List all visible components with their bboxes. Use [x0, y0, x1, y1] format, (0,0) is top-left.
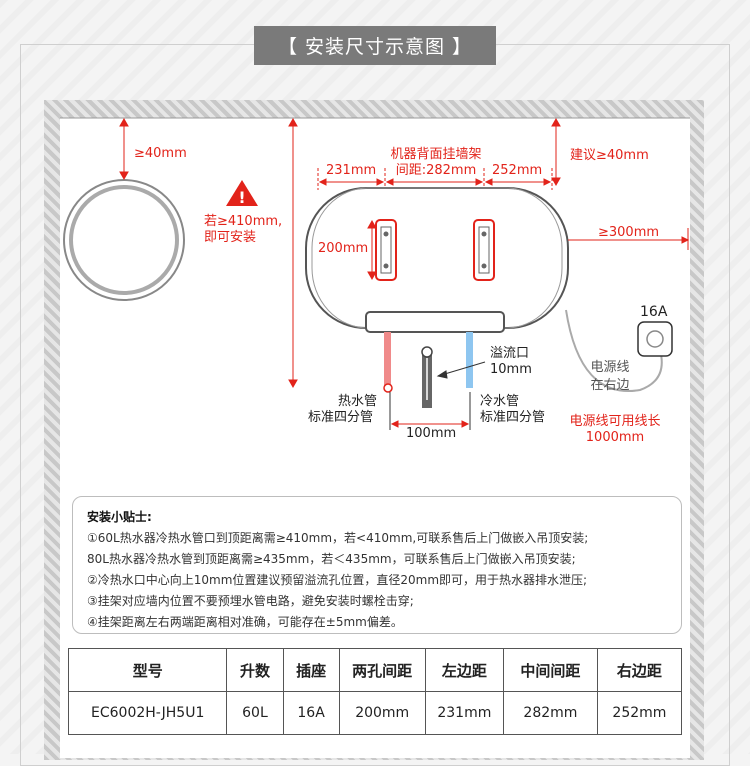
table-row: EC6002H-JH5U1 60L 16A 200mm 231mm 282mm …	[67, 691, 683, 735]
tips-title: 安装小贴士:	[87, 510, 152, 524]
power-cord-label-line1: 电源线	[590, 360, 630, 375]
power-cord	[565, 309, 663, 392]
left-bracket	[375, 219, 397, 281]
cold-pipe-label-line1: 冷水管	[480, 394, 520, 409]
page-title: 【 安装尺寸示意图 】	[253, 26, 497, 65]
bracket-spacing-arrow	[385, 178, 484, 186]
pipe-spacing-label: 100mm	[406, 426, 457, 441]
bracket-title-label: 机器背面挂墙架	[390, 147, 482, 162]
overflow-pointer-arrow	[436, 361, 486, 379]
title-container: 【 安装尺寸示意图 】	[0, 26, 750, 66]
header-hole-spacing: 两孔间距	[338, 648, 426, 692]
height-dimension-arrow	[288, 117, 298, 389]
power-cord-length-line1: 电源线可用线长	[569, 414, 661, 429]
cell-socket: 16A	[282, 691, 340, 735]
header-left-margin: 左边距	[424, 648, 505, 692]
cold-water-pipe	[466, 332, 473, 388]
top-right-clearance-arrow	[551, 117, 561, 187]
warning-label-line2: 即可安装	[204, 230, 257, 245]
left-edge-label: 231mm	[326, 163, 377, 178]
cell-left-margin: 231mm	[424, 691, 505, 735]
top-right-clearance-label: 建议≥40mm	[570, 148, 649, 163]
cell-hole-spacing: 200mm	[338, 691, 426, 735]
right-edge-arrow	[484, 178, 552, 186]
wall-mirror-icon	[63, 179, 185, 301]
svg-text:!: !	[238, 188, 245, 207]
spec-table: 型号 升数 插座 两孔间距 左边距 中间间距 右边距 EC6002H-JH5U1…	[67, 648, 683, 735]
power-cord-label-line2: 在右边	[590, 378, 630, 393]
pipe-spacing-arrow	[390, 420, 470, 428]
side-clearance-arrow	[568, 236, 690, 244]
tip-line-3: ②冷热水口中心向上10mm位置建议预留溢流孔位置，直径20mm即可，用于热水器排…	[87, 573, 588, 587]
bracket-height-label: 200mm	[318, 241, 369, 256]
header-capacity: 升数	[226, 648, 284, 692]
right-bracket	[473, 219, 495, 281]
hot-pipe-label-line1: 热水管	[338, 394, 378, 409]
cell-right-margin: 252mm	[596, 691, 683, 735]
cell-middle-spacing: 282mm	[503, 691, 598, 735]
warning-label-line1: 若≥410mm,	[204, 214, 283, 229]
power-cord-length-line2: 1000mm	[585, 430, 645, 445]
cold-pipe-label-line2: 标准四分管	[480, 410, 546, 425]
hot-pipe-label-line2: 标准四分管	[308, 410, 374, 425]
left-edge-arrow	[318, 178, 385, 186]
warning-icon: !	[226, 180, 258, 207]
tip-line-2: 80L热水器冷热水管到顶距离需≥435mm，若＜435mm，可联系售后上门做嵌入…	[87, 552, 576, 566]
cell-capacity: 60L	[226, 691, 284, 735]
bracket-height-arrow	[367, 219, 377, 281]
socket-icon	[637, 321, 673, 357]
cell-model: EC6002H-JH5U1	[67, 691, 228, 735]
overflow-label-line2: 10mm	[490, 362, 532, 377]
side-clearance-label: ≥300mm	[598, 225, 660, 240]
water-heater-tank	[305, 187, 569, 333]
tip-line-5: ④挂架距离左右两端距离相对准确，可能存在±5mm偏差。	[87, 615, 403, 629]
hot-pipe-outlet	[383, 383, 393, 393]
spec-table-header-row: 型号 升数 插座 两孔间距 左边距 中间间距 右边距	[67, 648, 683, 692]
header-right-margin: 右边距	[596, 648, 683, 692]
header-middle-spacing: 中间间距	[503, 648, 598, 692]
overflow-pipe	[421, 346, 433, 408]
header-model: 型号	[67, 648, 228, 692]
installation-tips: 安装小贴士: ①60L热水器冷热水管口到顶距离需≥410mm，若<410mm,可…	[72, 496, 682, 634]
bracket-spacing-label: 间距:282mm	[395, 163, 477, 178]
right-edge-label: 252mm	[492, 163, 543, 178]
top-left-clearance-label: ≥40mm	[134, 146, 187, 161]
overflow-label-line1: 溢流口	[490, 346, 530, 361]
tip-line-4: ③挂架对应墙内位置不要预埋水管电路，避免安装时螺栓击穿;	[87, 594, 414, 608]
hot-water-pipe	[384, 332, 391, 388]
tip-line-1: ①60L热水器冷热水管口到顶距离需≥410mm，若<410mm,可联系售后上门做…	[87, 531, 589, 545]
top-left-clearance-arrow	[119, 117, 129, 181]
socket-rating-label: 16A	[640, 304, 668, 320]
header-socket: 插座	[282, 648, 340, 692]
